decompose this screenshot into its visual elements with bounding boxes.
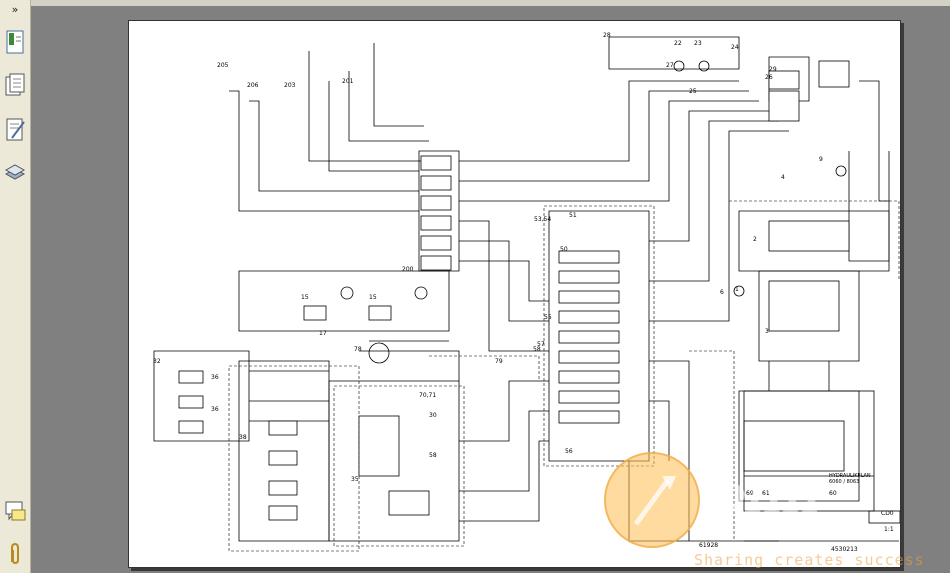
label-201: 201: [342, 78, 354, 85]
label-35: 35: [351, 476, 359, 483]
attachments-icon[interactable]: [3, 540, 27, 568]
label-69: 69: [746, 490, 754, 497]
label-27: 27: [666, 62, 674, 69]
label-9: 9: [819, 156, 823, 163]
label-2: 2: [753, 236, 757, 243]
document-viewer[interactable]: 205 206 203 201 28 22 23 24 27 25 29 26 …: [31, 0, 950, 573]
collapse-sidebar-button[interactable]: »: [11, 3, 19, 16]
label-17: 17: [319, 330, 327, 337]
label-6: 6: [720, 289, 724, 296]
label-28: 28: [603, 32, 611, 39]
label-78: 78: [354, 346, 362, 353]
toolbar-edge: [31, 0, 950, 6]
label-50: 50: [560, 246, 568, 253]
label-15-right: 15: [369, 294, 377, 301]
label-36-lower: 36: [211, 406, 219, 413]
title-block-ref: 61928: [699, 542, 718, 549]
label-38: 38: [239, 434, 247, 441]
comments-icon[interactable]: [3, 116, 27, 144]
watermark-logo: [604, 452, 700, 548]
label-3: 3: [765, 328, 769, 335]
annotations-icon[interactable]: [3, 498, 27, 526]
title-block-revision: 1:1: [884, 526, 894, 533]
label-200: 200: [402, 266, 414, 273]
label-203: 203: [284, 82, 296, 89]
label-205: 205: [217, 62, 229, 69]
bookmarks-icon[interactable]: [3, 28, 27, 56]
watermark-tagline: Sharing creates success: [694, 551, 925, 569]
label-30: 30: [429, 412, 437, 419]
label-25: 25: [689, 88, 697, 95]
label-56: 56: [565, 448, 573, 455]
label-58-upper: 58: [533, 346, 541, 353]
label-55: 55: [544, 314, 552, 321]
watermark-brand: DHH: [711, 476, 822, 523]
hydraulic-schematic: 205 206 203 201 28 22 23 24 27 25 29 26 …: [153, 32, 900, 553]
label-23: 23: [694, 40, 702, 47]
label-58-lower: 58: [429, 452, 437, 459]
hydraulic-diagram-page: 205 206 203 201 28 22 23 24 27 25 29 26 …: [128, 20, 901, 568]
label-70-71: 70,71: [419, 392, 436, 399]
navigation-sidebar: »: [0, 0, 31, 573]
label-4: 4: [781, 174, 785, 181]
label-51: 51: [569, 212, 577, 219]
layers-icon[interactable]: [3, 158, 27, 186]
label-79: 79: [495, 358, 503, 365]
label-60: 60: [829, 490, 837, 497]
label-24: 24: [731, 44, 739, 51]
title-block-number: 4530213: [831, 546, 858, 553]
label-36-upper: 36: [211, 374, 219, 381]
label-32: 32: [153, 358, 161, 365]
pages-icon[interactable]: [3, 72, 27, 100]
label-15-left: 15: [301, 294, 309, 301]
label-22: 22: [674, 40, 682, 47]
label-53-54: 53,54: [534, 216, 551, 223]
title-block-code: CD0: [881, 510, 894, 517]
label-1: 1: [735, 286, 739, 293]
title-block-title: HYDRAULIKPLAN: [829, 473, 871, 479]
title-block-subtitle: 6060 / 8063: [829, 479, 859, 485]
label-206: 206: [247, 82, 259, 89]
label-57: 57: [537, 341, 545, 348]
label-29: 29: [769, 66, 777, 73]
label-26: 26: [765, 74, 773, 81]
label-61: 61: [762, 490, 770, 497]
